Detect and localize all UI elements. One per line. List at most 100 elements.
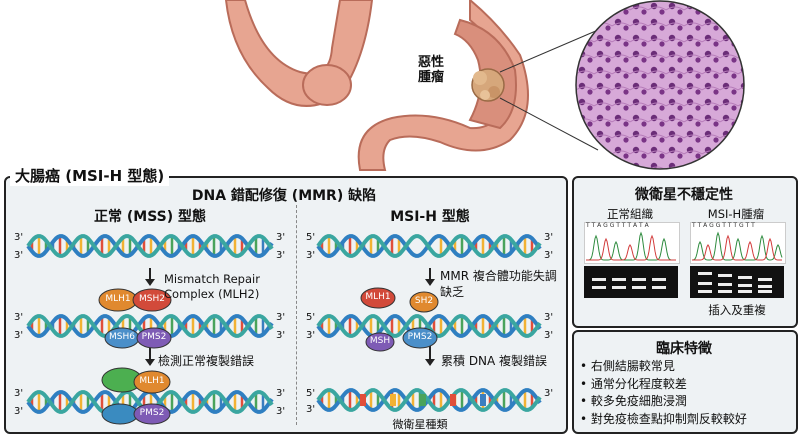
gel-band [632, 278, 646, 281]
strand-label: 3' [306, 404, 316, 415]
left-title: 正常 (MSS) 型態 [93, 209, 207, 225]
protein-pms2 [402, 327, 438, 349]
gel-band [698, 290, 712, 293]
protein-pms2 [133, 403, 171, 425]
protein-label-mlh1: MLH1 [105, 294, 131, 304]
protein-label-mlh1: MLH1 [139, 376, 165, 386]
protein-mlh1 [360, 287, 396, 309]
protein-pms2 [136, 327, 172, 349]
protein-label-msh: MSH [369, 336, 391, 346]
gel-band [738, 276, 752, 279]
chromatogram-trace [691, 231, 783, 261]
clinical-title: 臨床特徵 [656, 341, 712, 357]
strand-label: 3' [276, 388, 286, 399]
protein-label-pms2: PMS2 [407, 332, 433, 342]
protein-label-sh2: SH2 [414, 296, 434, 306]
strand-label: 3' [544, 388, 554, 399]
protein-label-mlh1: MLH1 [365, 292, 391, 302]
strand-label: 3' [544, 330, 554, 341]
strand-label: 3' [544, 250, 554, 261]
left-step1-label: Mismatch Repair Complex (MLH2) [164, 272, 260, 301]
strand-label: 3' [14, 388, 24, 399]
dna-helix-msi-3 [316, 388, 542, 412]
strand-label: 5' [306, 232, 316, 243]
gel-band [632, 286, 646, 289]
dna-helix-msi-2 [316, 314, 542, 338]
strand-label: 5' [306, 312, 316, 323]
msi-tumor-label: MSI-H腫瘤 [707, 207, 765, 221]
protein-mlh1 [133, 370, 171, 394]
mismatch-mark [390, 394, 396, 406]
protein-label-msh2: MSH2 [139, 294, 165, 304]
normal-tissue-label: 正常組織 [607, 207, 653, 221]
strand-label: 3' [14, 232, 24, 243]
arrow-down-icon [145, 279, 155, 286]
mismatch-mark [360, 394, 366, 406]
insertion-caption: 插入及重複 [708, 303, 766, 317]
mismatch-mark [420, 394, 426, 406]
mismatch-mark [450, 394, 456, 406]
strand-label: 3' [14, 312, 24, 323]
gel-band [738, 284, 752, 287]
strand-label: 3' [544, 312, 554, 323]
column-divider [296, 205, 297, 425]
main-panel [4, 176, 568, 434]
tumor-label: 惡性 腫瘤 [418, 55, 445, 85]
strand-label: 3' [276, 232, 286, 243]
strand-label: 3' [544, 232, 554, 243]
arrow-down-icon [425, 279, 435, 286]
histology-image [575, 0, 745, 170]
gel-band [758, 278, 772, 281]
chromatogram-trace [692, 234, 782, 261]
anatomy-illustration [224, 0, 745, 171]
list-item: • 對免疫檢查點抑制劑反較較好 [580, 411, 747, 426]
strand-label: 3' [276, 330, 286, 341]
main-panel-title: 大腸癌 (MSI-H 型態) [10, 165, 170, 186]
dna-helix-msi-1 [316, 234, 542, 258]
gel-band [652, 278, 666, 281]
clinical-panel [572, 330, 798, 434]
strand-label: 3' [276, 406, 286, 417]
strand-label: 5' [306, 388, 316, 399]
strand-label: 3' [276, 312, 286, 323]
arrow-down-icon [145, 359, 155, 366]
gel-band [612, 286, 626, 289]
gel-band [758, 285, 772, 288]
gel-band [698, 282, 712, 285]
gel-band [738, 290, 752, 293]
gel-band [592, 278, 606, 281]
normal-sequence: T T A G G T T T A T A [586, 222, 649, 229]
mismatch-mark [480, 394, 486, 406]
gel-band [612, 278, 626, 281]
strand-label: 3' [14, 330, 24, 341]
strand-label: 3' [14, 406, 24, 417]
tumor-sequence: T T A G G T T T G T T [692, 222, 755, 229]
strand-label: 3' [14, 250, 24, 261]
left-step2-label: 檢測正常複製錯誤 [158, 354, 255, 368]
right-step2-label: 累積 DNA 複製錯誤 [441, 354, 548, 368]
right-title: MSI-H 型態 [390, 209, 470, 225]
protein-label-msh6: MSH6 [109, 332, 135, 342]
protein-msh2 [132, 288, 172, 312]
gel-band [718, 283, 732, 286]
list-item: • 較多免疫細胞浸潤 [580, 394, 687, 408]
gel-band [698, 272, 712, 275]
protein-label-pms2: PMS2 [141, 332, 167, 342]
tumor-shape [471, 68, 505, 102]
gel-band [652, 286, 666, 289]
gel-band [592, 286, 606, 289]
list-item: • 通常分化程度較差 [580, 376, 687, 391]
strand-label: 3' [276, 250, 286, 261]
protein-sh2 [409, 291, 439, 313]
protein-msh [365, 332, 395, 352]
list-item: • 右側結腸較常見 [580, 359, 675, 373]
strand-label: 3' [306, 330, 316, 341]
protein-label-pms2: PMS2 [139, 408, 165, 418]
clinical-list: • 右側結腸較常見 • 通常分化程度較差 • 較多免疫細胞浸潤 • 對免疫檢查點… [580, 358, 792, 428]
chromatogram-trace [586, 234, 676, 261]
microsatellite-title: 微衛星不穩定性 [635, 187, 733, 203]
arrow-down-icon [425, 359, 435, 366]
gel-band [718, 274, 732, 277]
